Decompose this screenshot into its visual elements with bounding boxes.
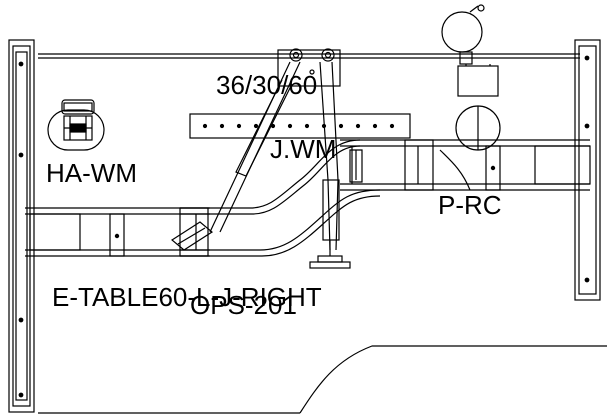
left-beam — [25, 207, 210, 257]
left-leg-frame — [8, 39, 35, 413]
label-hawm: HA-WM — [46, 158, 137, 188]
monitor-arm-clamp — [277, 48, 341, 87]
ops-foot — [309, 240, 351, 269]
cable-lock — [441, 4, 499, 97]
beam-brackets — [179, 139, 434, 257]
arm-base-left — [170, 221, 214, 251]
right-beam — [340, 139, 591, 191]
drawing-labels: 36/30/60 J.WM HA-WM P-RC OPS-201 E-TABLE… — [46, 70, 502, 320]
label-jwm: J.WM — [270, 134, 336, 164]
angled-beam — [180, 139, 381, 257]
label-prc: P-RC — [438, 190, 502, 220]
right-leg-frame — [574, 39, 601, 301]
label-etable: E-TABLE60-L-J-RIGHT — [52, 282, 322, 312]
label-ops: OPS-201 — [190, 290, 297, 320]
prc-device — [351, 105, 501, 191]
gas-spring-arms — [209, 61, 340, 251]
tabletop-outline — [38, 53, 607, 414]
label-config: 36/30/60 — [216, 70, 317, 100]
hawm-mount — [47, 99, 105, 151]
jwm-rail — [189, 113, 411, 139]
